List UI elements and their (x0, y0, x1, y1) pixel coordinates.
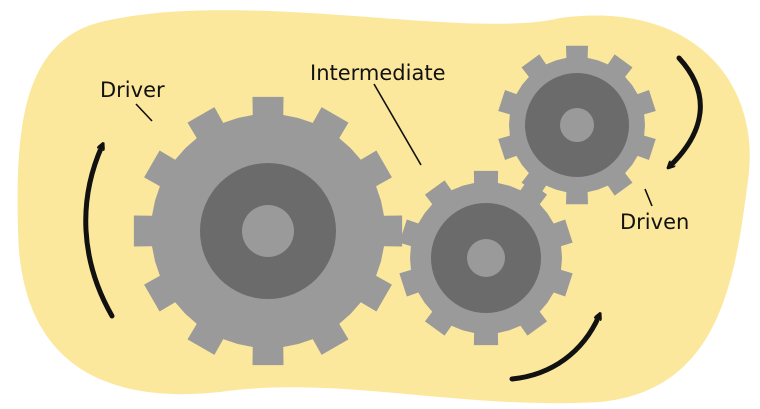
driven-label: Driven (620, 210, 689, 234)
intermediate-gear-hub (467, 239, 505, 277)
driven-leader-line (644, 188, 653, 207)
intermediate-label: Intermediate (310, 61, 446, 85)
driver-label: Driver (100, 78, 165, 102)
intermediate-gear (399, 170, 573, 346)
driver-gear (133, 96, 403, 366)
intermediate-leader-line (373, 83, 422, 166)
intermediate-rotation-arrow-icon (509, 316, 599, 382)
driven-gear (498, 45, 656, 205)
driver-rotation-arrow-icon (83, 146, 115, 319)
driven-rotation-arrow-icon (670, 55, 703, 166)
driver-leader-line (135, 103, 153, 122)
driven-gear-hub (560, 108, 594, 142)
driver-gear-hub (242, 205, 294, 257)
